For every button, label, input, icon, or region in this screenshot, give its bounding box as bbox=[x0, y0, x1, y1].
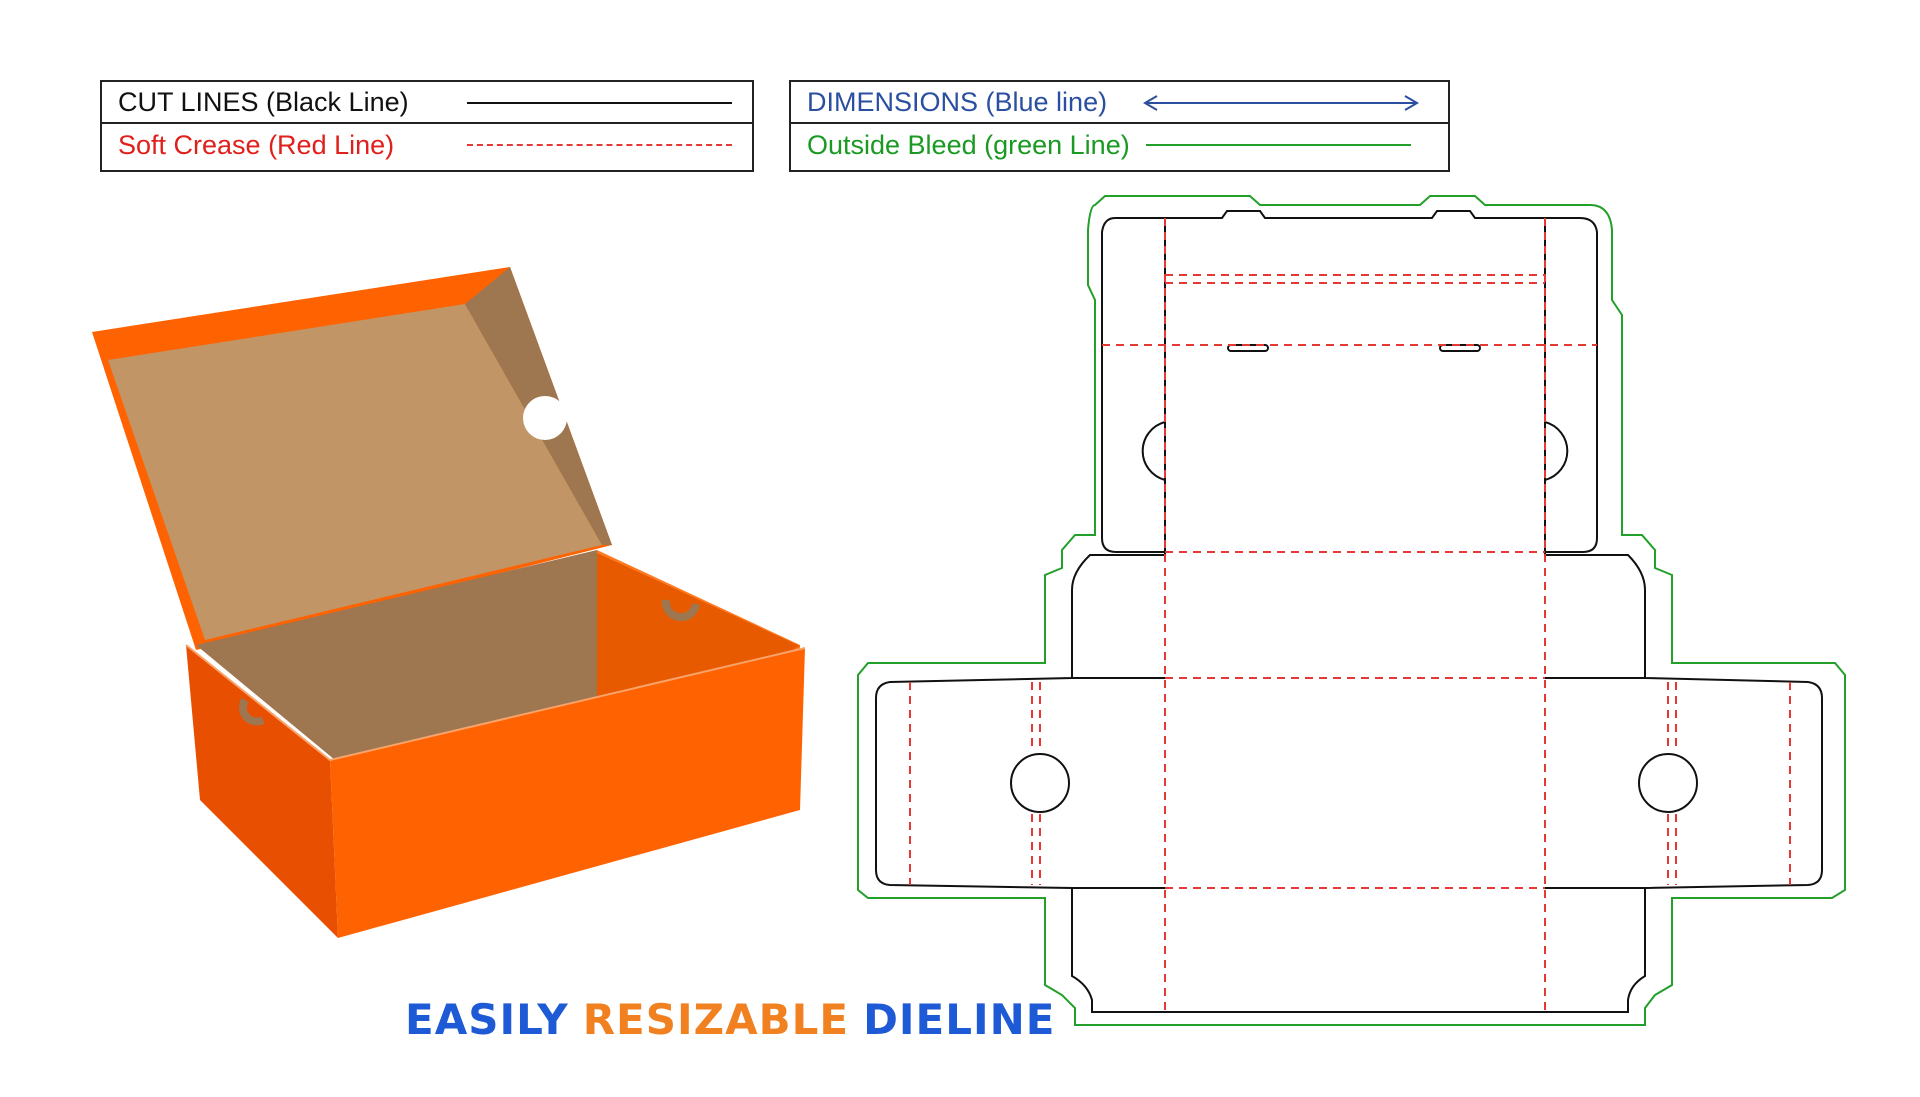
outside-bleed-label: Outside Bleed (green Line) bbox=[807, 129, 1130, 160]
box-rim-notch-right bbox=[661, 599, 700, 622]
lid-thumb-hole bbox=[523, 396, 567, 440]
bleed-line-sample bbox=[1146, 144, 1411, 146]
side-hole-left bbox=[1010, 753, 1070, 813]
caption-easily-resizable-dieline: EASILY RESIZABLE DIELINE bbox=[405, 995, 1054, 1044]
crease-lines bbox=[909, 218, 1791, 1012]
dimensions-label: DIMENSIONS (Blue line) bbox=[807, 86, 1108, 117]
legend-box-right: DIMENSIONS (Blue line) Outside Bleed (gr… bbox=[789, 80, 1450, 172]
dieline-drawing bbox=[857, 195, 1846, 1026]
box-rim-notch-left bbox=[238, 697, 265, 726]
caption-word-easily: EASILY bbox=[405, 995, 569, 1044]
legend-row-cut-lines: CUT LINES (Black Line) bbox=[102, 82, 752, 124]
caption-word-dieline: DIELINE bbox=[863, 995, 1056, 1044]
legend-box-left: CUT LINES (Black Line) Soft Crease (Red … bbox=[100, 80, 754, 172]
box-top-edge bbox=[185, 644, 806, 762]
cut-line-sample bbox=[467, 102, 732, 104]
cut-body-top bbox=[1072, 677, 1645, 889]
lid-thumb-cut-right bbox=[1544, 421, 1569, 481]
soft-crease-label: Soft Crease (Red Line) bbox=[118, 129, 395, 160]
box-front-face bbox=[330, 648, 805, 938]
cut-outline bbox=[875, 210, 1823, 1013]
box-inner-back-wall bbox=[196, 550, 597, 760]
legend-row-soft-crease: Soft Crease (Red Line) bbox=[102, 124, 752, 166]
lid-inner-face bbox=[108, 304, 602, 640]
legend-row-outside-bleed: Outside Bleed (green Line) bbox=[791, 124, 1448, 166]
caption-word-resizable: RESIZABLE bbox=[582, 995, 850, 1044]
legend-row-dimensions: DIMENSIONS (Blue line) bbox=[791, 82, 1448, 124]
bleed-outline bbox=[857, 195, 1846, 1026]
box-left-side bbox=[186, 645, 338, 938]
cut-lines-label: CUT LINES (Black Line) bbox=[118, 86, 409, 117]
shoebox-3d-illustration bbox=[92, 267, 806, 938]
side-hole-right bbox=[1638, 753, 1698, 813]
lid-thumb-cut-left bbox=[1141, 421, 1166, 481]
lid-rim-notches bbox=[178, 322, 412, 365]
crease-line-sample bbox=[467, 144, 732, 146]
dimension-arrow-sample bbox=[1143, 95, 1419, 111]
